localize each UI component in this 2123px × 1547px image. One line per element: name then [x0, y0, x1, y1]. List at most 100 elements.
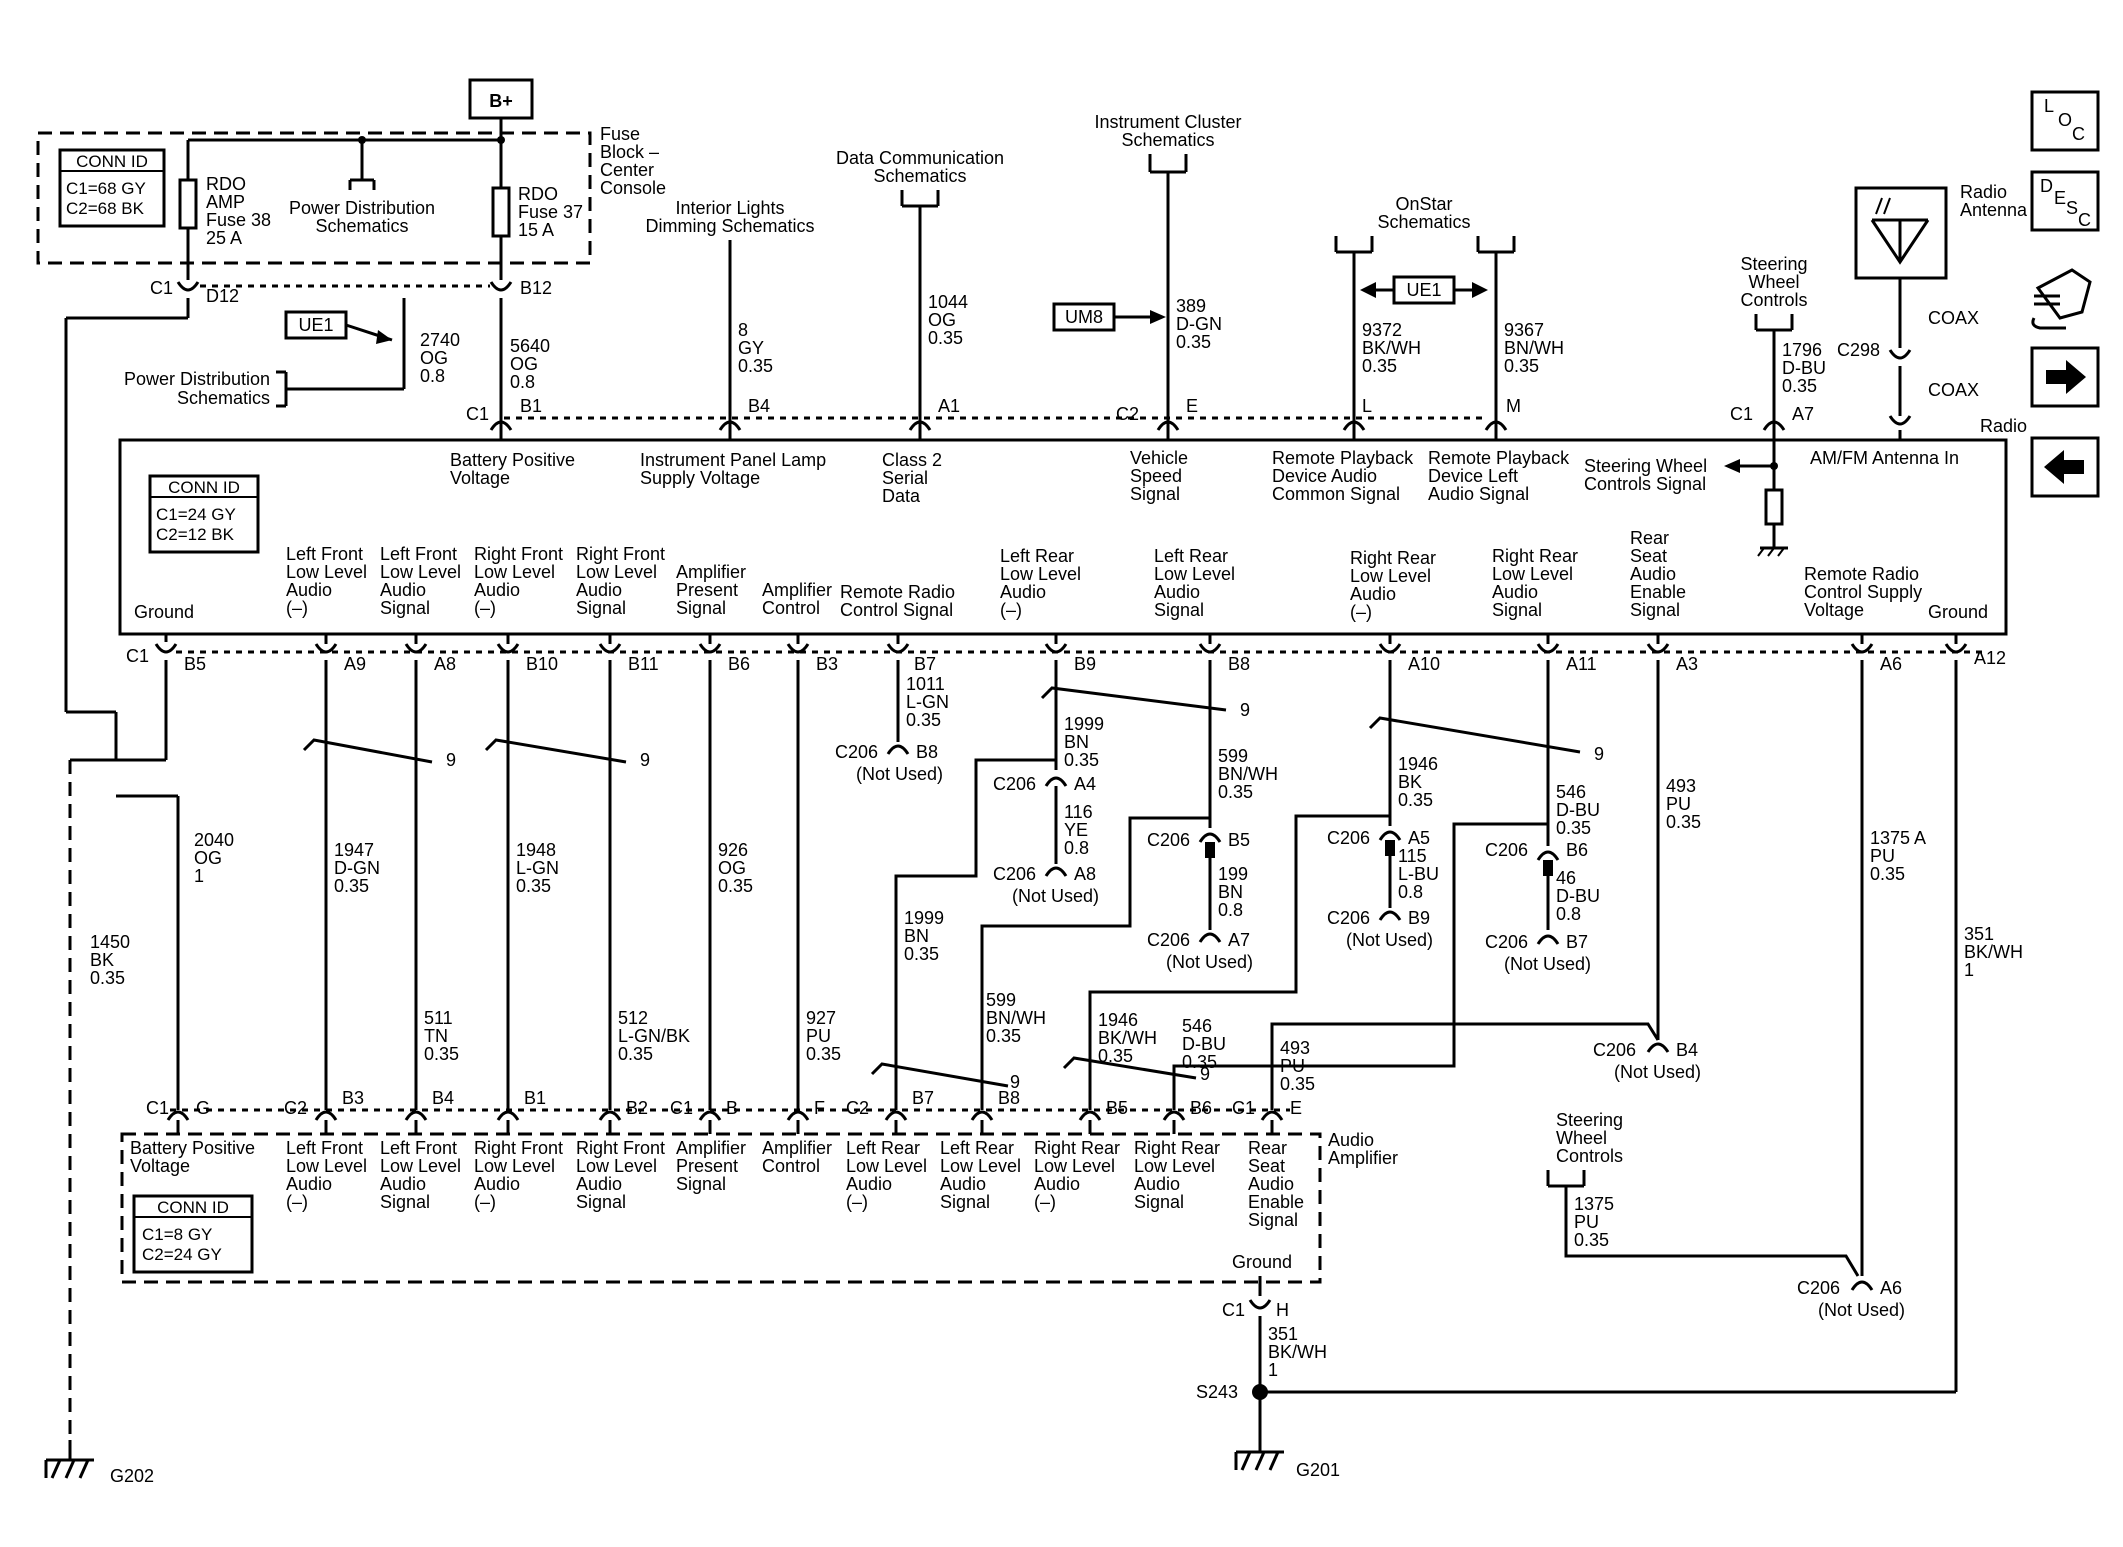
pin-a11: A11 — [1566, 654, 1597, 674]
arrow-right-icon — [2046, 360, 2086, 394]
radio-bot-label-a10-4: (–) — [1350, 602, 1372, 622]
radio-top-label-e-3: Signal — [1130, 484, 1180, 504]
pin-a3: A3 — [1676, 654, 1698, 674]
radio-bot-label-b11-4: Signal — [576, 598, 626, 618]
loc-button[interactable]: L O C — [2030, 90, 2100, 152]
connector-view-icon[interactable] — [2031, 268, 2092, 330]
wire-1946-num: 1946 — [1398, 754, 1438, 774]
wire-9372-size: 0.35 — [1362, 356, 1397, 376]
radio-bot-label-a8-2: Low Level — [380, 562, 461, 582]
rdo-amp-label-2: AMP — [206, 192, 245, 212]
wire-1999-num: 1999 — [1064, 714, 1104, 734]
wire-927-color: PU — [806, 1026, 831, 1046]
c206-a4-conn: C206 — [993, 774, 1036, 794]
wire-1947-num: 1947 — [334, 840, 374, 860]
wire-115-num: 115 — [1398, 846, 1427, 866]
amp-pin-b2: B2 — [626, 1098, 648, 1118]
pin-a12: A12 — [1974, 648, 2006, 668]
radio-top-label-e-1: Vehicle — [1130, 448, 1188, 468]
amp-lbl-e-1: Rear — [1248, 1138, 1287, 1158]
radio-bot-label-a11-1: Right Rear — [1492, 546, 1578, 566]
loc-letter-c: C — [2072, 124, 2085, 144]
radio-bot-label-b10-2: Low Level — [474, 562, 555, 582]
c206-b9-notused: (Not Used) — [1346, 930, 1433, 950]
pin-a10: A10 — [1408, 654, 1440, 674]
wire-926-size: 0.35 — [718, 876, 753, 896]
radio-top-label-b1-2: Voltage — [450, 468, 510, 488]
radio-bot-label-b6-3: Signal — [676, 598, 726, 618]
instrument-cluster-label-2: Schematics — [1121, 130, 1214, 150]
wire-199-color: BN — [1218, 882, 1243, 902]
amp-lbl-b3-2: Low Level — [286, 1156, 367, 1176]
wire-1999b-size: 0.35 — [904, 944, 939, 964]
c206-b5-pin: B5 — [1228, 830, 1250, 850]
c206-a8-conn: C206 — [993, 864, 1036, 884]
audio-amplifier: Audio Amplifier C1 G C2 B3 B4 B1 B2 C1 B… — [120, 1088, 1398, 1480]
rdo-label-2: Fuse 37 — [518, 202, 583, 222]
radio-bot-label-a3-4: Enable — [1630, 582, 1686, 602]
amp-lbl-b8-2: Low Level — [940, 1156, 1021, 1176]
nav-buttons: L O C D E S C — [2030, 90, 2100, 498]
radio-bot-label-b9-3: Audio — [1000, 582, 1046, 602]
amp-pin-b: B — [726, 1098, 738, 1118]
amp-lbl-e-5: Signal — [1248, 1210, 1298, 1230]
pin-b8: B8 — [1228, 654, 1250, 674]
c206-a4-pin: A4 — [1074, 774, 1096, 794]
twist-2: 9 — [640, 750, 650, 770]
amp-lbl-b5-4: (–) — [1034, 1192, 1056, 1212]
back-arrow-button[interactable] — [2030, 436, 2100, 498]
wire-1946b-num: 1946 — [1098, 1010, 1138, 1030]
power-dist2-label-1: Power Distribution — [124, 369, 270, 389]
amp-pin-b5: B5 — [1106, 1098, 1128, 1118]
radio-bot-label-b7-2: Control Signal — [840, 600, 953, 620]
arrow-left-icon — [2044, 450, 2084, 484]
fuse-block-outline — [36, 131, 592, 265]
wire-512-color: L-GN/BK — [618, 1026, 690, 1046]
radio-top-label-l-3: Common Signal — [1272, 484, 1400, 504]
rdo-amp-label-4: 25 A — [206, 228, 242, 248]
wire-351-size: 1 — [1964, 960, 1974, 980]
pin-a6: A6 — [1880, 654, 1902, 674]
wire-115-size: 0.8 — [1398, 882, 1423, 902]
radio-top-pin-a7: A7 — [1792, 404, 1814, 424]
c206-a6-conn: C206 — [1797, 1278, 1840, 1298]
wire-599-color: BN/WH — [1218, 764, 1278, 784]
wire-116-color: YE — [1064, 820, 1088, 840]
desc-letter-d: D — [2040, 176, 2053, 196]
radio-bot-label-a6-1: Remote Radio — [1804, 564, 1919, 584]
amp-lbl-g-2: Voltage — [130, 1156, 190, 1176]
rdo-amp-label-3: Fuse 38 — [206, 210, 271, 230]
c206-b8-conn: C206 — [835, 742, 878, 762]
wire-1796-color: D-BU — [1782, 358, 1826, 378]
radio-bot-label-a3-1: Rear — [1630, 528, 1669, 548]
wire-46-color: D-BU — [1556, 886, 1600, 906]
radio-label: Radio — [1980, 416, 2027, 436]
onstar-label-2: Schematics — [1377, 212, 1470, 232]
radio-top-label-b1-1: Battery Positive — [450, 450, 575, 470]
wire-2040-num: 2040 — [194, 830, 234, 850]
wire-351b-color: BK/WH — [1268, 1342, 1327, 1362]
desc-letter-s: S — [2066, 198, 2078, 218]
radio-conn-id-line-1: C1=24 GY — [156, 505, 236, 524]
amp-lbl-b1-1: Right Front — [474, 1138, 563, 1158]
wire-8-size: 0.35 — [738, 356, 773, 376]
amp-ground-pin: H — [1276, 1300, 1289, 1320]
radio-bot-label-b6-1: Amplifier — [676, 562, 746, 582]
wire-512-size: 0.35 — [618, 1044, 653, 1064]
wire-1999b-num: 1999 — [904, 908, 944, 928]
s243-label: S243 — [1196, 1382, 1238, 1402]
wire-199-num: 199 — [1218, 864, 1248, 884]
radio-outline — [118, 438, 2008, 636]
wire-1946-color: BK — [1398, 772, 1422, 792]
amp-c2-b3: C2 — [284, 1098, 307, 1118]
c206-b9-pin: B9 — [1408, 908, 1430, 928]
radio-bot-label-a8-1: Left Front — [380, 544, 457, 564]
forward-arrow-button[interactable] — [2030, 346, 2100, 408]
wire-199-size: 0.8 — [1218, 900, 1243, 920]
radio-bot-label-b11-1: Right Front — [576, 544, 665, 564]
wire-599b-color: BN/WH — [986, 1008, 1046, 1028]
desc-button[interactable]: D E S C — [2030, 170, 2100, 232]
wire-1947-size: 0.35 — [334, 876, 369, 896]
radio-top-label-l-1: Remote Playback — [1272, 448, 1414, 468]
